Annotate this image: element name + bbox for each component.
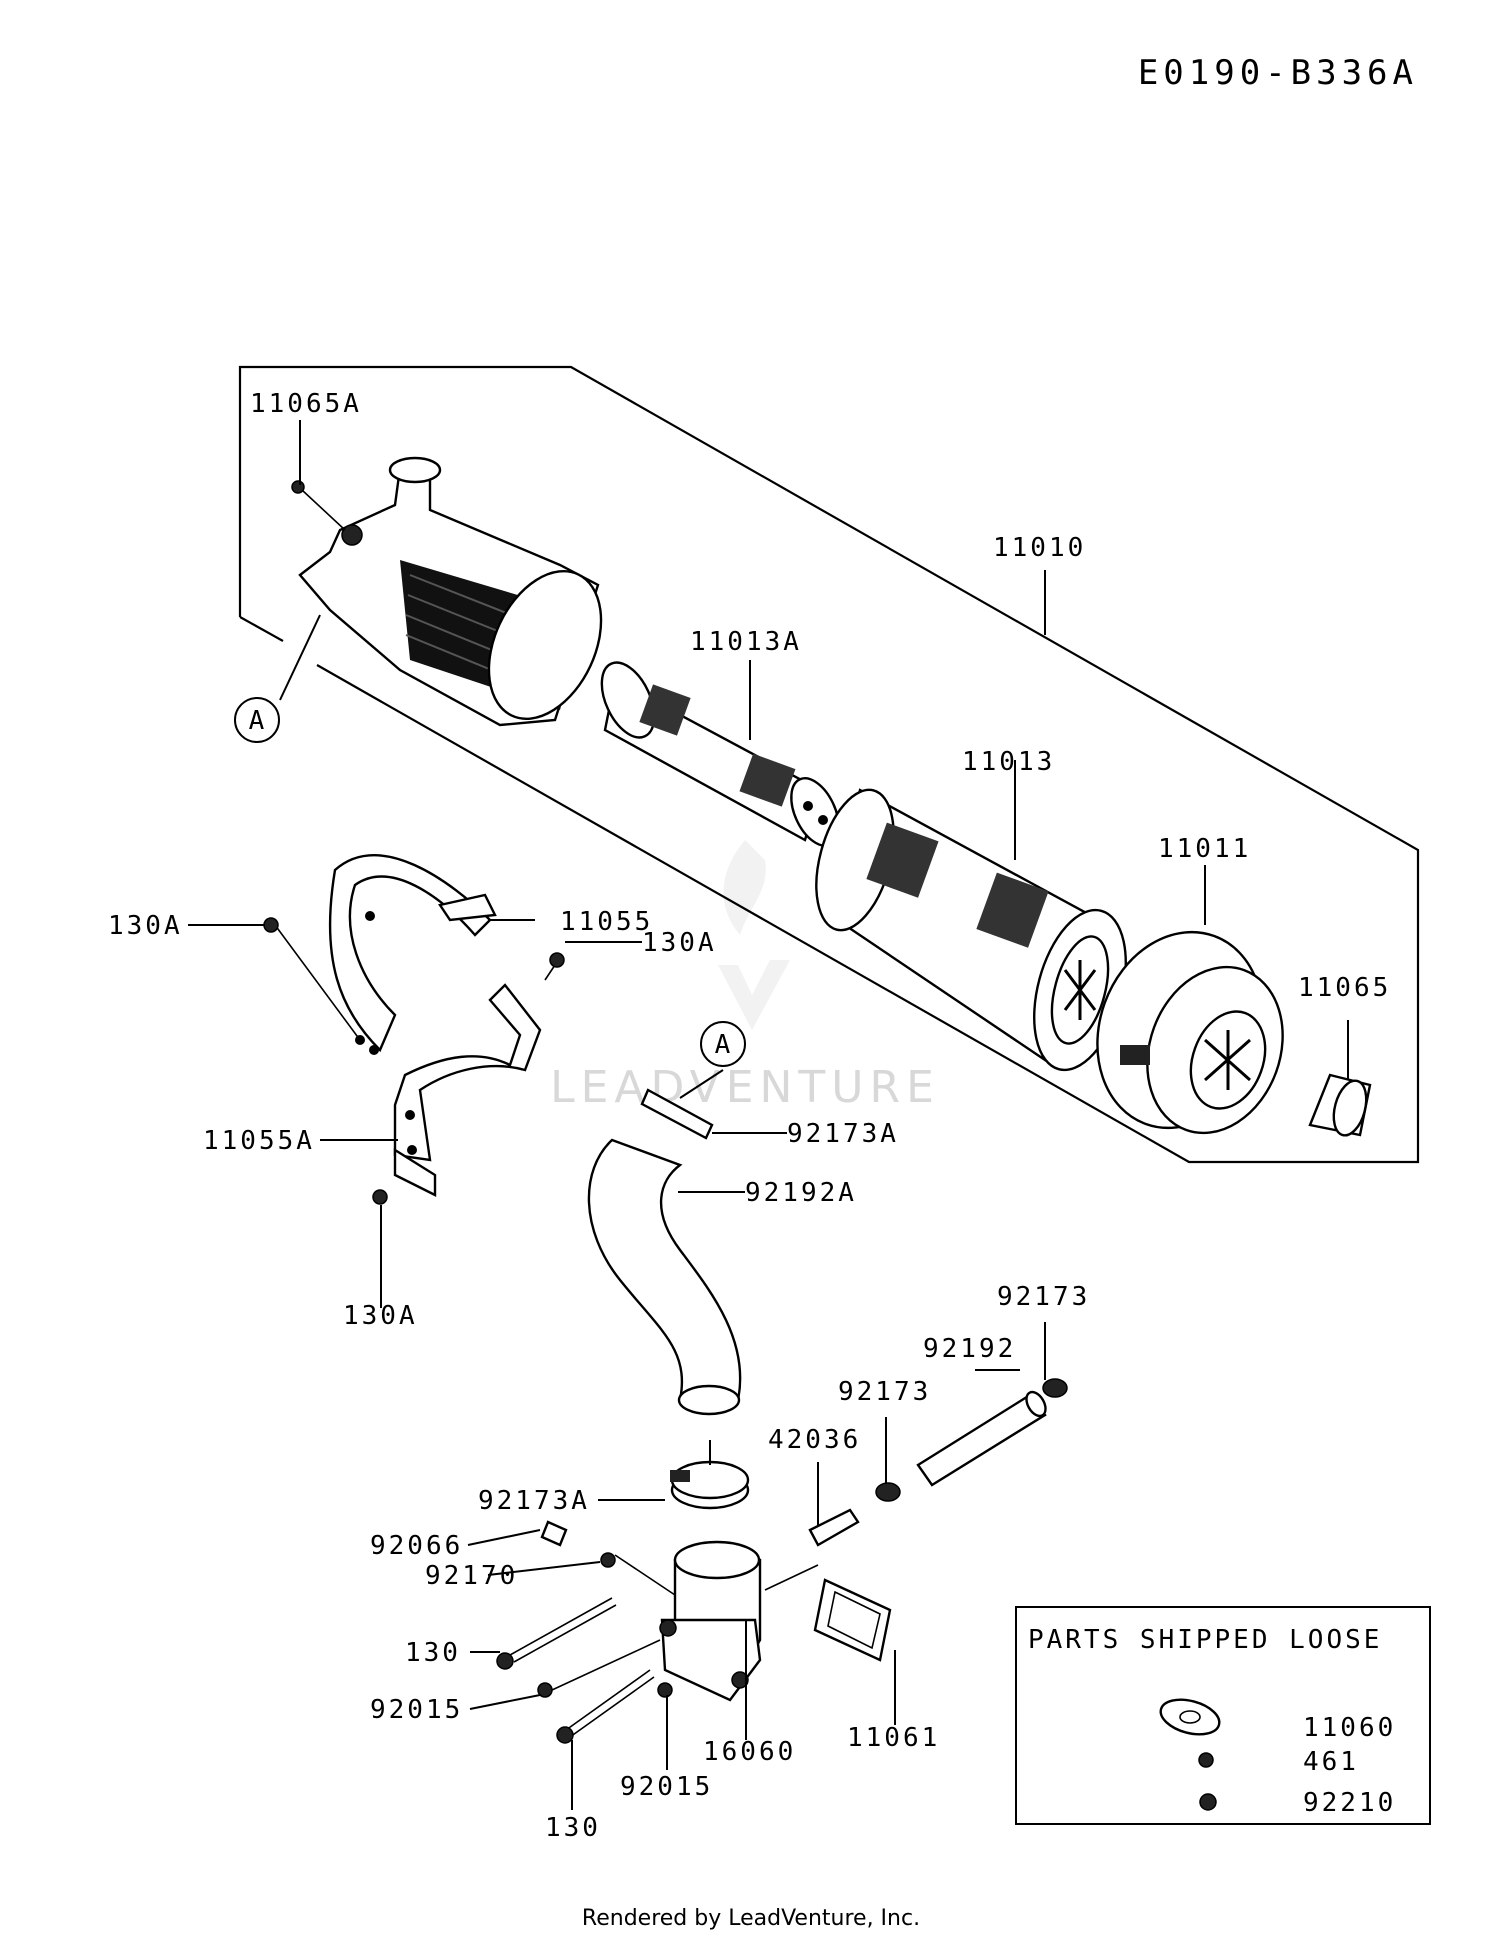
band-bracket-11055 (328, 854, 497, 1055)
inner-filter-element (600, 661, 840, 847)
washer-461 (1198, 1752, 1214, 1768)
diagram-code: E0190-B336A (1138, 53, 1418, 93)
nut-92170 (600, 1552, 616, 1568)
callout-16060: 16060 (703, 1737, 796, 1767)
leader-lines (188, 420, 1349, 1810)
callout-130A-middle: 130A (642, 928, 717, 958)
watermark-logo (718, 840, 790, 1030)
reference-A-housing: A (234, 697, 280, 743)
callout-11013: 11013 (962, 747, 1055, 777)
watermark-text: LEADVENTURE (550, 1062, 940, 1113)
bolt-130A-middle (549, 952, 565, 968)
bolt-130A-lower (372, 1189, 388, 1205)
callout-11055A: 11055A (203, 1126, 315, 1156)
callout-130-lower: 130 (545, 1813, 601, 1843)
bolt-130-upper (496, 1597, 617, 1670)
outer-filter-element (815, 788, 1127, 1072)
inlet-pipe-16060 (659, 1540, 762, 1702)
callout-92210: 92210 (1303, 1788, 1396, 1818)
reference-A-hose: A (700, 1021, 746, 1067)
gasket-11060 (1159, 1698, 1221, 1736)
callout-11060: 11060 (1303, 1713, 1396, 1743)
callout-92173A-lower: 92173A (478, 1486, 590, 1516)
nut-92210 (1199, 1793, 1217, 1811)
pipe-42036 (808, 1508, 860, 1547)
callout-11011: 11011 (1158, 834, 1251, 864)
vacuator-valve (1308, 1073, 1372, 1137)
gasket-11061 (813, 1578, 892, 1662)
callout-130-upper: 130 (405, 1638, 461, 1668)
callout-130A-lower: 130A (343, 1301, 418, 1331)
air-cleaner-housing (291, 456, 603, 727)
loose-box-title: PARTS SHIPPED LOOSE (1028, 1625, 1382, 1655)
fitting-92066 (540, 1520, 568, 1547)
callout-92015-right: 92015 (620, 1772, 713, 1802)
band-bracket-11055A (393, 983, 542, 1197)
callout-92066: 92066 (370, 1531, 463, 1561)
clamp-92173-right (1042, 1378, 1068, 1398)
hose-92192 (916, 1390, 1047, 1487)
hose-92192A (587, 1138, 742, 1416)
clamp-92173A-lower (670, 1460, 750, 1510)
callout-11065A: 11065A (250, 389, 362, 419)
nut-92015-left (537, 1682, 553, 1698)
svg-text:A: A (249, 706, 268, 736)
callout-11013A: 11013A (690, 627, 802, 657)
callout-92192: 92192 (923, 1334, 1016, 1364)
air-cleaner-cover (1096, 930, 1284, 1135)
callout-92173-right: 92173 (997, 1282, 1090, 1312)
svg-text:A: A (715, 1030, 734, 1060)
callout-92015-left: 92015 (370, 1695, 463, 1725)
callout-11065: 11065 (1298, 973, 1391, 1003)
callout-92192A: 92192A (745, 1178, 857, 1208)
callout-130A-upper: 130A (108, 911, 183, 941)
clamp-92173A-upper (640, 1088, 714, 1140)
clamp-92173-left (875, 1482, 901, 1502)
callout-92170: 92170 (425, 1561, 518, 1591)
callout-461: 461 (1303, 1747, 1359, 1777)
nut-92015-right (657, 1682, 673, 1698)
callout-92173A-upper: 92173A (787, 1119, 899, 1149)
footer-credit: Rendered by LeadVenture, Inc. (582, 1906, 920, 1931)
callout-11055: 11055 (560, 907, 653, 937)
callout-92173-left: 92173 (838, 1377, 931, 1407)
bolt-130A-upper (263, 917, 279, 933)
parts-shipped-loose-box: PARTS SHIPPED LOOSE 11060 461 92210 (1015, 1606, 1431, 1825)
callout-42036: 42036 (768, 1425, 861, 1455)
bolt-130-lower (556, 1669, 655, 1744)
assembly-frame-11010 (238, 365, 1420, 1164)
callout-11061: 11061 (847, 1723, 940, 1753)
callout-11010: 11010 (993, 533, 1086, 563)
